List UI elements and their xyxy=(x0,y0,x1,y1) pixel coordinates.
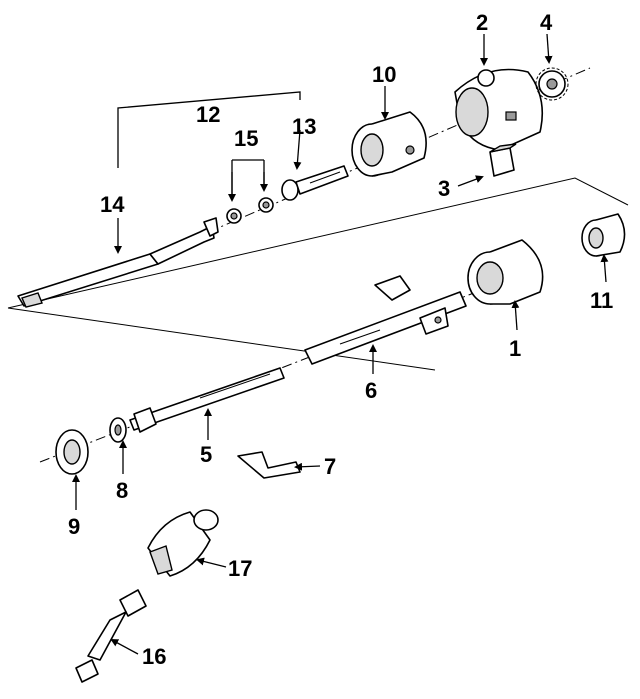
callout-2: 2 xyxy=(476,10,488,35)
callout-17: 17 xyxy=(228,556,252,581)
part-4-lock-plate xyxy=(535,67,569,101)
part-7-bracket xyxy=(237,451,301,479)
callout-11: 11 xyxy=(590,288,613,313)
callout-3: 3 xyxy=(438,176,450,201)
part-8-bearing xyxy=(109,417,127,443)
callout-13: 13 xyxy=(292,114,316,139)
callout-14: 14 xyxy=(100,192,125,217)
part-5-steering-shaft xyxy=(129,367,285,433)
callout-12: 12 xyxy=(196,102,220,127)
part-1-housing-bowl xyxy=(467,239,544,305)
callout-5: 5 xyxy=(200,442,212,467)
assembly-plane-outline xyxy=(7,177,629,371)
part-15-actuator-gears xyxy=(226,197,274,224)
part-9-adapter xyxy=(55,429,89,475)
part-10-lock-housing xyxy=(351,111,427,177)
part-3-key-button xyxy=(489,143,517,177)
callout-1: 1 xyxy=(509,336,521,361)
leader-lines xyxy=(72,33,609,655)
callout-9: 9 xyxy=(68,514,80,539)
part-13-sector xyxy=(281,165,349,201)
part-14-lock-rod xyxy=(17,217,219,308)
part-6-column-jacket xyxy=(304,275,467,365)
part-11-bearing-housing xyxy=(581,213,626,257)
callout-7: 7 xyxy=(324,454,336,479)
callout-8: 8 xyxy=(116,478,128,503)
callout-16: 16 xyxy=(142,644,166,669)
callout-15: 15 xyxy=(234,126,258,151)
part-2-housing-cover xyxy=(454,68,544,151)
part-16-intermediate-shaft xyxy=(75,589,147,683)
callout-10: 10 xyxy=(372,62,396,87)
callout-4: 4 xyxy=(540,10,553,35)
part-17-seal xyxy=(147,509,219,577)
callout-6: 6 xyxy=(365,378,377,403)
